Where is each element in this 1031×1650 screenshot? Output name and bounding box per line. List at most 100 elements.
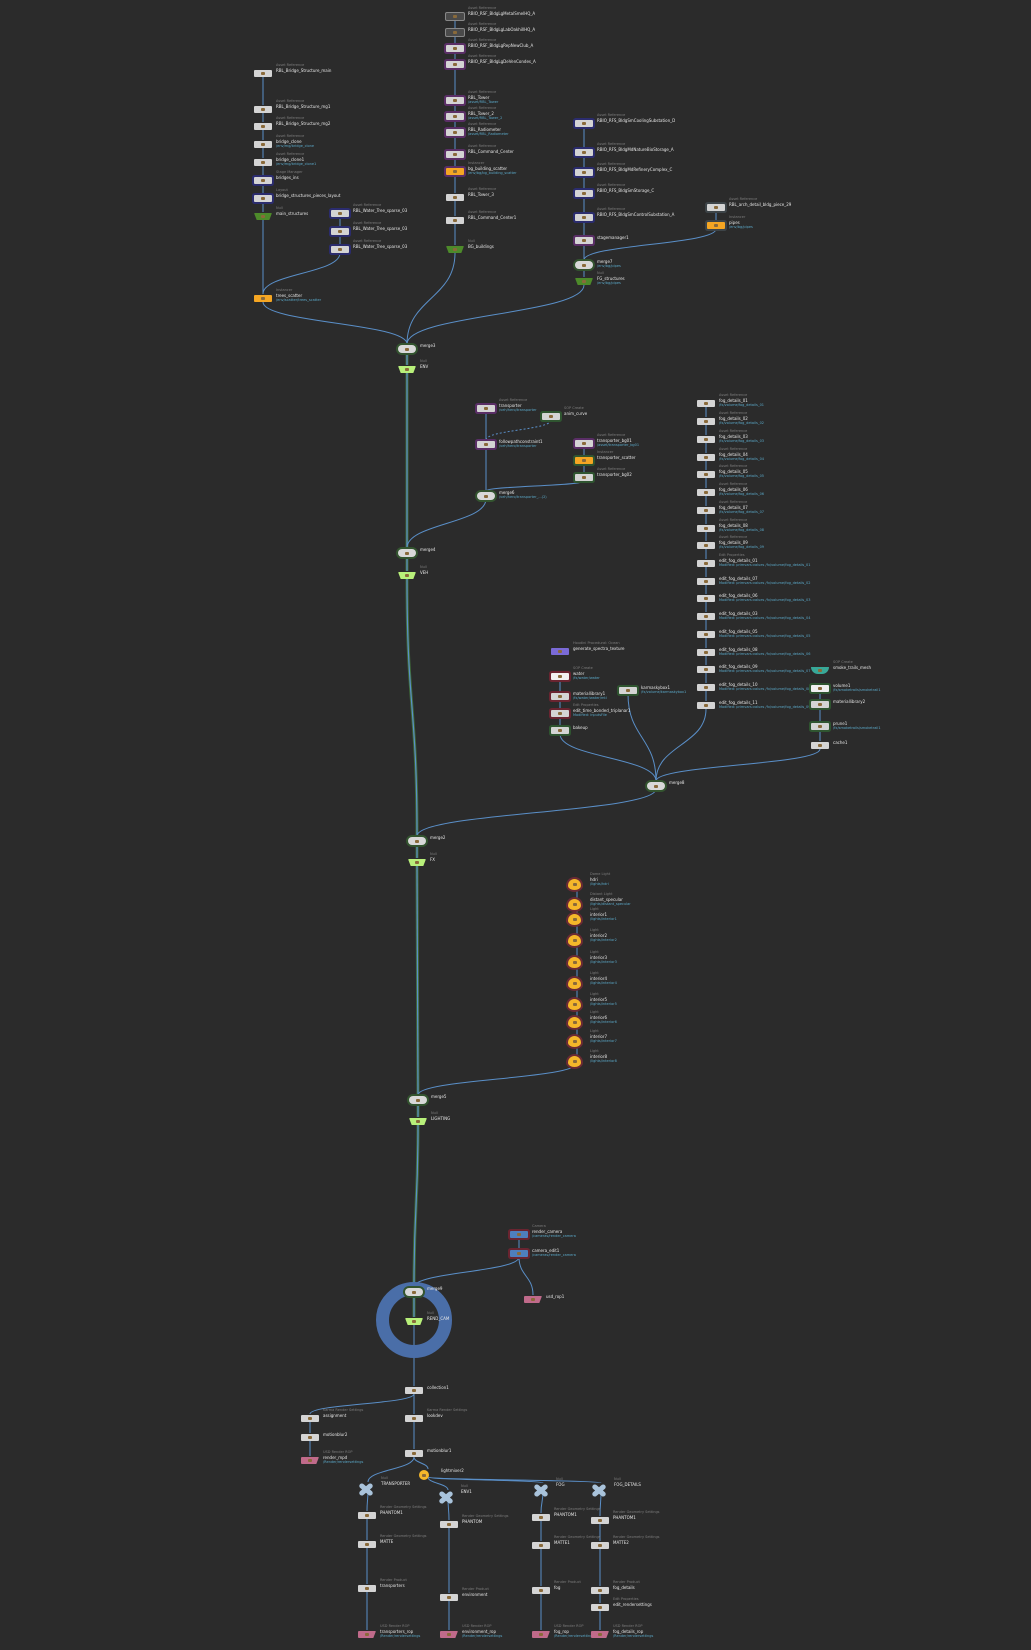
node-icon[interactable] <box>405 1288 423 1296</box>
node-icon[interactable] <box>408 859 426 866</box>
wire[interactable] <box>627 693 657 782</box>
node-name[interactable]: REND_CAM <box>427 1316 450 1321</box>
node-name[interactable]: edit_time_bonded_triplanar1 <box>573 708 631 713</box>
node-icon[interactable] <box>575 278 593 285</box>
node-name[interactable]: merge7 <box>597 259 613 264</box>
node-name[interactable]: RBL_arch_detail_bldg_piece_29 <box>729 202 792 207</box>
wire[interactable] <box>427 1476 602 1484</box>
node-icon[interactable] <box>568 879 581 890</box>
node-icon[interactable] <box>697 666 715 673</box>
node-icon[interactable] <box>551 648 569 655</box>
node-icon[interactable] <box>254 141 272 148</box>
node-icon[interactable] <box>591 1517 609 1524</box>
node-icon[interactable] <box>409 1096 427 1104</box>
node-name[interactable]: prune1 <box>833 721 848 726</box>
node-icon[interactable] <box>575 149 593 156</box>
node-icon[interactable] <box>697 436 715 443</box>
node-icon[interactable] <box>477 405 495 412</box>
node-name[interactable]: distant_specular <box>590 897 623 902</box>
node-icon[interactable] <box>697 595 715 602</box>
node-name[interactable]: fog_rop <box>554 1629 569 1634</box>
node-icon[interactable] <box>575 237 593 244</box>
node-icon[interactable] <box>398 572 416 579</box>
node-icon[interactable] <box>697 489 715 496</box>
wire[interactable] <box>518 1256 534 1296</box>
wire[interactable] <box>427 1476 544 1484</box>
node-name[interactable]: PHANTOM <box>462 1519 483 1524</box>
node-icon[interactable] <box>358 1541 376 1548</box>
node-icon[interactable] <box>697 471 715 478</box>
wire[interactable] <box>406 498 487 549</box>
node-name[interactable]: PHANTOM1 <box>613 1515 636 1520</box>
node-icon[interactable] <box>398 345 416 353</box>
node-name[interactable]: fog_details_06 <box>719 487 748 492</box>
node-name[interactable]: fog_details_07 <box>719 505 748 510</box>
node-icon[interactable] <box>254 177 272 184</box>
node-name[interactable]: RBIO_RFS_BldgMdRefineryComplex_C <box>597 167 673 172</box>
node-icon[interactable] <box>477 441 495 448</box>
node-icon[interactable] <box>446 194 464 201</box>
node-icon[interactable] <box>440 1521 458 1528</box>
node-name[interactable]: FX <box>430 857 436 862</box>
node-icon[interactable] <box>510 1231 528 1238</box>
node-icon[interactable] <box>254 106 272 113</box>
node-name[interactable]: transporter_scatter <box>597 455 636 460</box>
node-name[interactable]: PHANTOM1 <box>380 1510 403 1515</box>
node-icon[interactable] <box>697 542 715 549</box>
node-name[interactable]: merge3 <box>420 343 436 348</box>
node-name[interactable]: RBIO_RSF_BldgLgRepNewClub_A <box>468 43 534 48</box>
node-icon[interactable] <box>575 214 593 221</box>
node-name[interactable]: MATTE1 <box>554 1540 570 1545</box>
node-icon[interactable] <box>707 204 725 211</box>
node-name[interactable]: followpathconstraint1 <box>499 439 543 444</box>
node-icon[interactable] <box>532 1587 550 1594</box>
node-icon[interactable] <box>568 935 581 946</box>
node-name[interactable]: fog_details_03 <box>719 434 748 439</box>
wire[interactable] <box>406 578 418 837</box>
node-icon[interactable] <box>592 1484 606 1496</box>
node-name[interactable]: RBIO_RFS_BldgSmControlSubstation_A <box>597 212 675 217</box>
node-name[interactable]: RBL_Bridge_Structure_mg1 <box>276 104 331 109</box>
node-name[interactable]: RBL_Tower <box>468 95 490 100</box>
node-name[interactable]: karmaskybox1 <box>641 685 671 690</box>
node-icon[interactable] <box>697 454 715 461</box>
node-name[interactable]: bridges_ins <box>276 175 299 180</box>
node-icon[interactable] <box>697 525 715 532</box>
node-icon[interactable] <box>707 222 725 229</box>
node-name[interactable]: RBIO_RFS_BldgMdNatureBioStorage_A <box>597 147 674 152</box>
node-name[interactable]: interior5 <box>590 997 608 1002</box>
node-icon[interactable] <box>446 168 464 175</box>
node-name[interactable]: RBIO_RSF_BldgLgLabOakhillHQ_A <box>468 27 536 32</box>
node-icon[interactable] <box>697 702 715 709</box>
node-name[interactable]: BG_buildings <box>468 244 494 249</box>
node-icon[interactable] <box>405 1318 423 1325</box>
node-icon[interactable] <box>440 1594 458 1601</box>
node-icon[interactable] <box>532 1631 550 1638</box>
node-icon[interactable] <box>619 687 637 694</box>
node-icon[interactable] <box>446 45 464 52</box>
node-name[interactable]: RBL_Water_Tree_sparse_03 <box>353 244 408 249</box>
node-icon[interactable] <box>697 560 715 567</box>
node-icon[interactable] <box>697 578 715 585</box>
node-icon[interactable] <box>551 673 569 680</box>
node-name[interactable]: RBIO_RFS_BldgSmStorage_C <box>597 188 655 193</box>
node-name[interactable]: edit_fog_details_09 <box>719 664 758 669</box>
node-name[interactable]: FOG <box>556 1482 565 1487</box>
node-name[interactable]: pipes <box>729 220 740 225</box>
node-name[interactable]: lookdev <box>427 1413 443 1418</box>
node-icon[interactable] <box>405 1415 423 1422</box>
node-icon[interactable] <box>331 210 349 217</box>
node-name[interactable]: edit_fog_details_01 <box>719 558 758 563</box>
node-icon[interactable] <box>254 159 272 166</box>
node-name[interactable]: volume1 <box>833 683 851 688</box>
node-name[interactable]: usd_rop1 <box>546 1294 565 1299</box>
node-name[interactable]: fog_details_05 <box>719 469 748 474</box>
node-icon[interactable] <box>398 366 416 373</box>
node-name[interactable]: edit_rendersettings <box>613 1602 652 1607</box>
node-icon[interactable] <box>591 1542 609 1549</box>
node-icon[interactable] <box>524 1296 542 1303</box>
node-name[interactable]: merge5 <box>431 1094 447 1099</box>
node-icon[interactable] <box>254 123 272 130</box>
node-icon[interactable] <box>575 120 593 127</box>
node-icon[interactable] <box>301 1434 319 1441</box>
